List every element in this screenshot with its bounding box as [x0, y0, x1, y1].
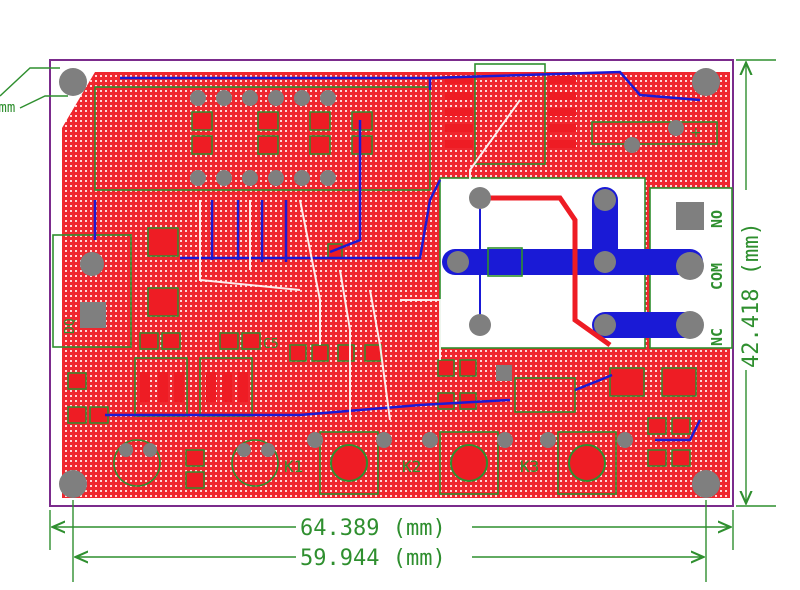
width-outer-label: 64.389 (mm)	[300, 516, 446, 541]
power-pads-right	[609, 367, 697, 467]
sensor-dq-label: DQ	[63, 318, 78, 334]
button-k2: K2	[402, 431, 499, 495]
soic-chip	[445, 63, 576, 165]
sensor-connector: DQ	[52, 234, 132, 348]
button-k3-label: K3	[520, 457, 539, 476]
bottom-traces	[93, 70, 702, 442]
terminal-com-label: COM	[708, 263, 726, 290]
height-dimension-label: 42.418 (mm)	[739, 222, 764, 368]
button-k1: K1	[284, 431, 379, 495]
terminal-labels: NO COM NC	[708, 210, 726, 346]
ic-footprint	[94, 86, 431, 191]
width-inner-label: 59.944 (mm)	[300, 546, 446, 571]
height-dimension: 42.418 (mm)	[734, 59, 776, 507]
button-k3: K3	[520, 431, 617, 495]
capacitor-c5-label: C5	[263, 337, 279, 352]
led-box	[514, 377, 576, 413]
electrolytic-capacitor: +	[591, 120, 718, 153]
smd-pads-left	[67, 227, 261, 424]
button-k2-label: K2	[402, 457, 421, 476]
top-traces	[199, 99, 521, 421]
width-dimension-outer: 64.389 (mm)	[49, 510, 734, 550]
corner-dimension: 3mm	[0, 67, 68, 116]
terminal-pads	[676, 202, 704, 339]
sot-pad-grey	[496, 365, 512, 381]
button-pads	[119, 432, 633, 457]
terminal-nc-label: NC	[708, 328, 726, 346]
relay-pads	[447, 187, 616, 336]
terminal-no-label: NO	[708, 210, 726, 228]
capacitor-plus-label: +	[690, 125, 702, 141]
corner-dimension-label: 3mm	[0, 100, 15, 116]
mounting-holes	[59, 68, 720, 498]
button-k1-label: K1	[284, 457, 303, 476]
round-leds	[113, 439, 279, 489]
width-dimension-inner: 59.944 (mm)	[72, 500, 707, 582]
